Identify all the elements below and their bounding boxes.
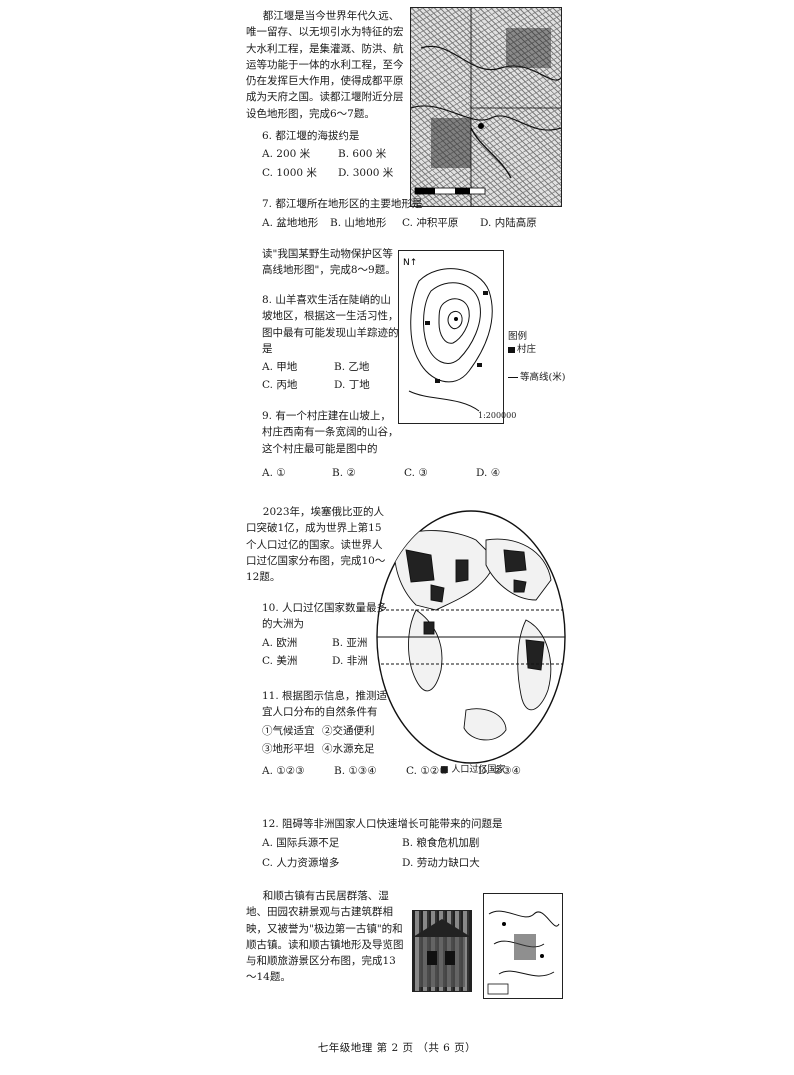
north-arrow-icon: N↑: [403, 258, 417, 268]
q9-option-d[interactable]: D. ④: [476, 466, 501, 479]
q8-option-c[interactable]: C. 丙地: [262, 379, 298, 392]
village-symbol-icon: [508, 346, 515, 353]
passage-dujiangyan-text: 都江堰是当今世界年代久远、唯一留存、以无坝引水为特征的宏大水利工程，是集灌溉、防…: [246, 10, 404, 120]
q11-condition-3: ③地形平坦: [262, 742, 315, 755]
question-7: 7. 都江堰所在地形区的主要地形是 A. 盆地地形 B. 山地地形 C. 冲积平…: [262, 196, 562, 232]
q9-option-b[interactable]: B. ②: [332, 466, 356, 479]
question-6: 6. 都江堰的海拔约是 A. 200 米 B. 600 米 C. 1000 米 …: [262, 128, 412, 181]
heshun-photo: [412, 910, 472, 992]
dujiangyan-terrain-map: [410, 7, 562, 207]
question-10-stem: 10. 人口过亿国家数量最多的大洲为: [262, 602, 388, 631]
q12-option-d[interactable]: D. 劳动力缺口大: [402, 856, 480, 869]
q7-option-c[interactable]: C. 冲积平原: [402, 217, 459, 230]
question-9: 9. 有一个村庄建在山坡上，村庄西南有一条宽阔的山谷，这个村庄最可能是图中的 A…: [262, 408, 562, 481]
question-8: 8. 山羊喜欢生活在陡峭的山坡地区，根据这一生活习性，图中最有可能发现山羊踪迹的…: [262, 292, 400, 394]
contour-legend: 图例 村庄 等高线(米): [508, 330, 568, 384]
q6-option-b[interactable]: B. 600 米: [338, 148, 387, 161]
passage-heshun: 和顺古镇有古民居群落、湿地、田园农耕景观与古建筑群相映，又被誉为"极边第一古镇"…: [246, 888, 406, 986]
passage-contour-text: 读"我国某野生动物保护区等高线地形图"，完成8～9题。: [262, 248, 396, 277]
question-12-stem: 12. 阻碍等非洲国家人口快速增长可能带来的问题是: [262, 818, 503, 830]
q6-option-a[interactable]: A. 200 米: [262, 148, 311, 161]
legend-contour: 等高线(米): [520, 371, 566, 383]
q11-option-c[interactable]: C. ①②④: [406, 765, 449, 778]
q11-condition-4: ④水源充足: [322, 742, 375, 755]
q10-option-d[interactable]: D. 非洲: [332, 654, 368, 667]
q10-option-b[interactable]: B. 亚洲: [332, 636, 368, 649]
q12-option-a[interactable]: A. 国际兵源不足: [262, 837, 340, 850]
page-footer: 七年级地理 第 2 页 （共 6 页）: [317, 1042, 477, 1054]
contour-scale: 1:200000: [478, 411, 517, 420]
terrain-map-drawing: [411, 8, 561, 206]
world-map-caption: ■ 人口过亿国家: [440, 765, 506, 775]
q11-condition-1: ①气候适宜: [262, 724, 315, 737]
question-7-stem: 7. 都江堰所在地形区的主要地形是: [262, 198, 423, 210]
question-10: 10. 人口过亿国家数量最多的大洲为 A. 欧洲 B. 亚洲 C. 美洲 D. …: [262, 600, 392, 669]
q8-option-d[interactable]: D. 丁地: [334, 379, 370, 392]
q6-option-c[interactable]: C. 1000 米: [262, 166, 317, 179]
question-12: 12. 阻碍等非洲国家人口快速增长可能带来的问题是 A. 国际兵源不足 B. 粮…: [262, 816, 562, 871]
q11-option-a[interactable]: A. ①②③: [262, 765, 305, 778]
heshun-map-drawing: [487, 910, 560, 995]
contour-map: N↑: [398, 250, 504, 424]
q10-option-c[interactable]: C. 美洲: [262, 654, 298, 667]
q7-option-a[interactable]: A. 盆地地形: [262, 217, 319, 230]
question-11: 11. 根据图示信息，推测适宜人口分布的自然条件有 ①气候适宜 ②交通便利 ③地…: [262, 688, 562, 779]
question-6-stem: 6. 都江堰的海拔约是: [262, 130, 360, 142]
q8-option-b[interactable]: B. 乙地: [334, 361, 370, 374]
question-8-stem: 8. 山羊喜欢生活在陡峭的山坡地区，根据这一生活习性，图中最有可能发现山羊踪迹的…: [262, 294, 399, 355]
question-9-stem: 9. 有一个村庄建在山坡上，村庄西南有一条宽阔的山谷，这个村庄最可能是图中的: [262, 410, 399, 455]
passage-heshun-text: 和顺古镇有古民居群落、湿地、田园农耕景观与古建筑群相映，又被誉为"极边第一古镇"…: [246, 890, 404, 984]
heshun-tour-map: [483, 893, 563, 999]
passage-dujiangyan: 都江堰是当今世界年代久远、唯一留存、以无坝引水为特征的宏大水利工程，是集灌溉、防…: [246, 8, 406, 122]
q7-option-b[interactable]: B. 山地地形: [330, 217, 387, 230]
world-population-map: [376, 510, 566, 765]
q11-option-d[interactable]: D. ②③④: [478, 765, 521, 778]
q10-option-a[interactable]: A. 欧洲: [262, 636, 298, 649]
q9-option-c[interactable]: C. ③: [404, 466, 428, 479]
passage-population-text: 2023年，埃塞俄比亚的人口突破1亿，成为世界上第15个人口过亿的国家。读世界人…: [246, 506, 386, 584]
q8-option-a[interactable]: A. 甲地: [262, 361, 298, 374]
contour-map-drawing: N↑: [403, 258, 493, 412]
q11-option-b[interactable]: B. ①③④: [334, 765, 377, 778]
q12-option-b[interactable]: B. 粮食危机加剧: [402, 837, 480, 850]
q6-option-d[interactable]: D. 3000 米: [338, 166, 394, 179]
passage-contour: 读"我国某野生动物保护区等高线地形图"，完成8～9题。: [262, 246, 396, 279]
question-11-stem: 11. 根据图示信息，推测适宜人口分布的自然条件有: [262, 690, 388, 719]
legend-village: 村庄: [517, 344, 537, 356]
passage-population: 2023年，埃塞俄比亚的人口突破1亿，成为世界上第15个人口过亿的国家。读世界人…: [246, 504, 386, 585]
heshun-photo-drawing: [413, 919, 471, 987]
q9-option-a[interactable]: A. ①: [262, 466, 286, 479]
q11-condition-2: ②交通便利: [322, 724, 375, 737]
legend-title: 图例: [508, 331, 528, 342]
world-map-drawing: [376, 510, 566, 764]
q12-option-c[interactable]: C. 人力资源增多: [262, 856, 340, 869]
q7-option-d[interactable]: D. 内陆高原: [480, 217, 537, 230]
contour-line-icon: [508, 376, 518, 378]
